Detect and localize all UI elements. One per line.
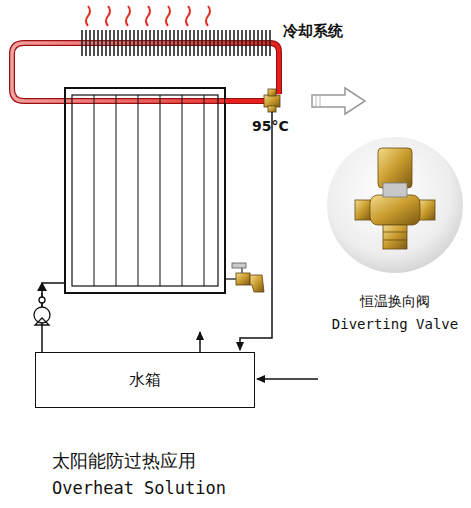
fin-line [141, 30, 143, 56]
fin-line [93, 30, 95, 56]
fin-line [81, 30, 83, 56]
fin-line [145, 30, 147, 56]
fin-line [121, 30, 123, 56]
fin-line [265, 30, 267, 56]
fin-line [221, 30, 223, 56]
outlet-arrow [199, 332, 201, 352]
fin-line [153, 30, 155, 56]
fin-line [181, 30, 183, 56]
fin-line [209, 30, 211, 56]
solar-collector [65, 88, 225, 293]
hollow-arrow-hatch [320, 96, 321, 106]
fin-line [117, 30, 119, 56]
fin-line [157, 30, 159, 56]
feed-arrow [37, 282, 47, 291]
fin-line [237, 30, 239, 56]
hollow-arrow [312, 88, 365, 114]
hollow-arrow-hatch [316, 96, 317, 106]
fin-line [105, 30, 107, 56]
fin-line [197, 30, 199, 56]
header-pipe [225, 99, 265, 103]
fin-line [229, 30, 231, 56]
fin-line [85, 30, 87, 56]
fin-line [89, 30, 91, 56]
fin-line [97, 30, 99, 56]
fin-line [269, 30, 271, 56]
drain-valve [225, 263, 264, 292]
fin-line [109, 30, 111, 56]
fin-line [133, 30, 135, 56]
fin-line [177, 30, 179, 56]
fin-line [217, 30, 219, 56]
water-tank: 水箱 [35, 352, 255, 408]
fin-line [137, 30, 139, 56]
caption: Overheat Solution [52, 478, 226, 498]
fin-line [165, 30, 167, 56]
fin-line [189, 30, 191, 56]
feed-pipe [42, 283, 65, 352]
fin-line [245, 30, 247, 56]
fin-line [173, 30, 175, 56]
diverting-valve-symbol [264, 89, 280, 112]
fin-line [205, 30, 207, 56]
fin-line [213, 30, 215, 56]
fin-line [249, 30, 251, 56]
fin-line [261, 30, 263, 56]
title: 太阳能防过热应用 [52, 449, 196, 473]
valve-photo [327, 137, 463, 273]
fin-line [125, 30, 127, 56]
fin-line [169, 30, 171, 56]
fin-line [241, 30, 243, 56]
valve-callout: 恒温换向阀Diverting Valve [327, 137, 463, 273]
inlet-arrow [257, 378, 318, 380]
fin-line [225, 30, 227, 56]
fin-line [201, 30, 203, 56]
node-text: 恒温换向阀 [327, 293, 463, 311]
fin-line [257, 30, 259, 56]
fin-line [113, 30, 115, 56]
fin-line [129, 30, 131, 56]
node-text: Diverting Valve [317, 316, 471, 332]
pump-symbol [34, 293, 50, 325]
fin-line [193, 30, 195, 56]
cooling-fins [82, 30, 270, 56]
fin-line [161, 30, 163, 56]
fin-line [101, 30, 103, 56]
node-text: 水箱 [36, 353, 254, 407]
fin-line [233, 30, 235, 56]
fin-line [185, 30, 187, 56]
return-pipe [240, 112, 272, 350]
heat-waves [86, 6, 210, 26]
fin-line [149, 30, 151, 56]
fin-line [253, 30, 255, 56]
label: 冷却系统 [283, 22, 343, 41]
label: 95°C [252, 118, 289, 134]
